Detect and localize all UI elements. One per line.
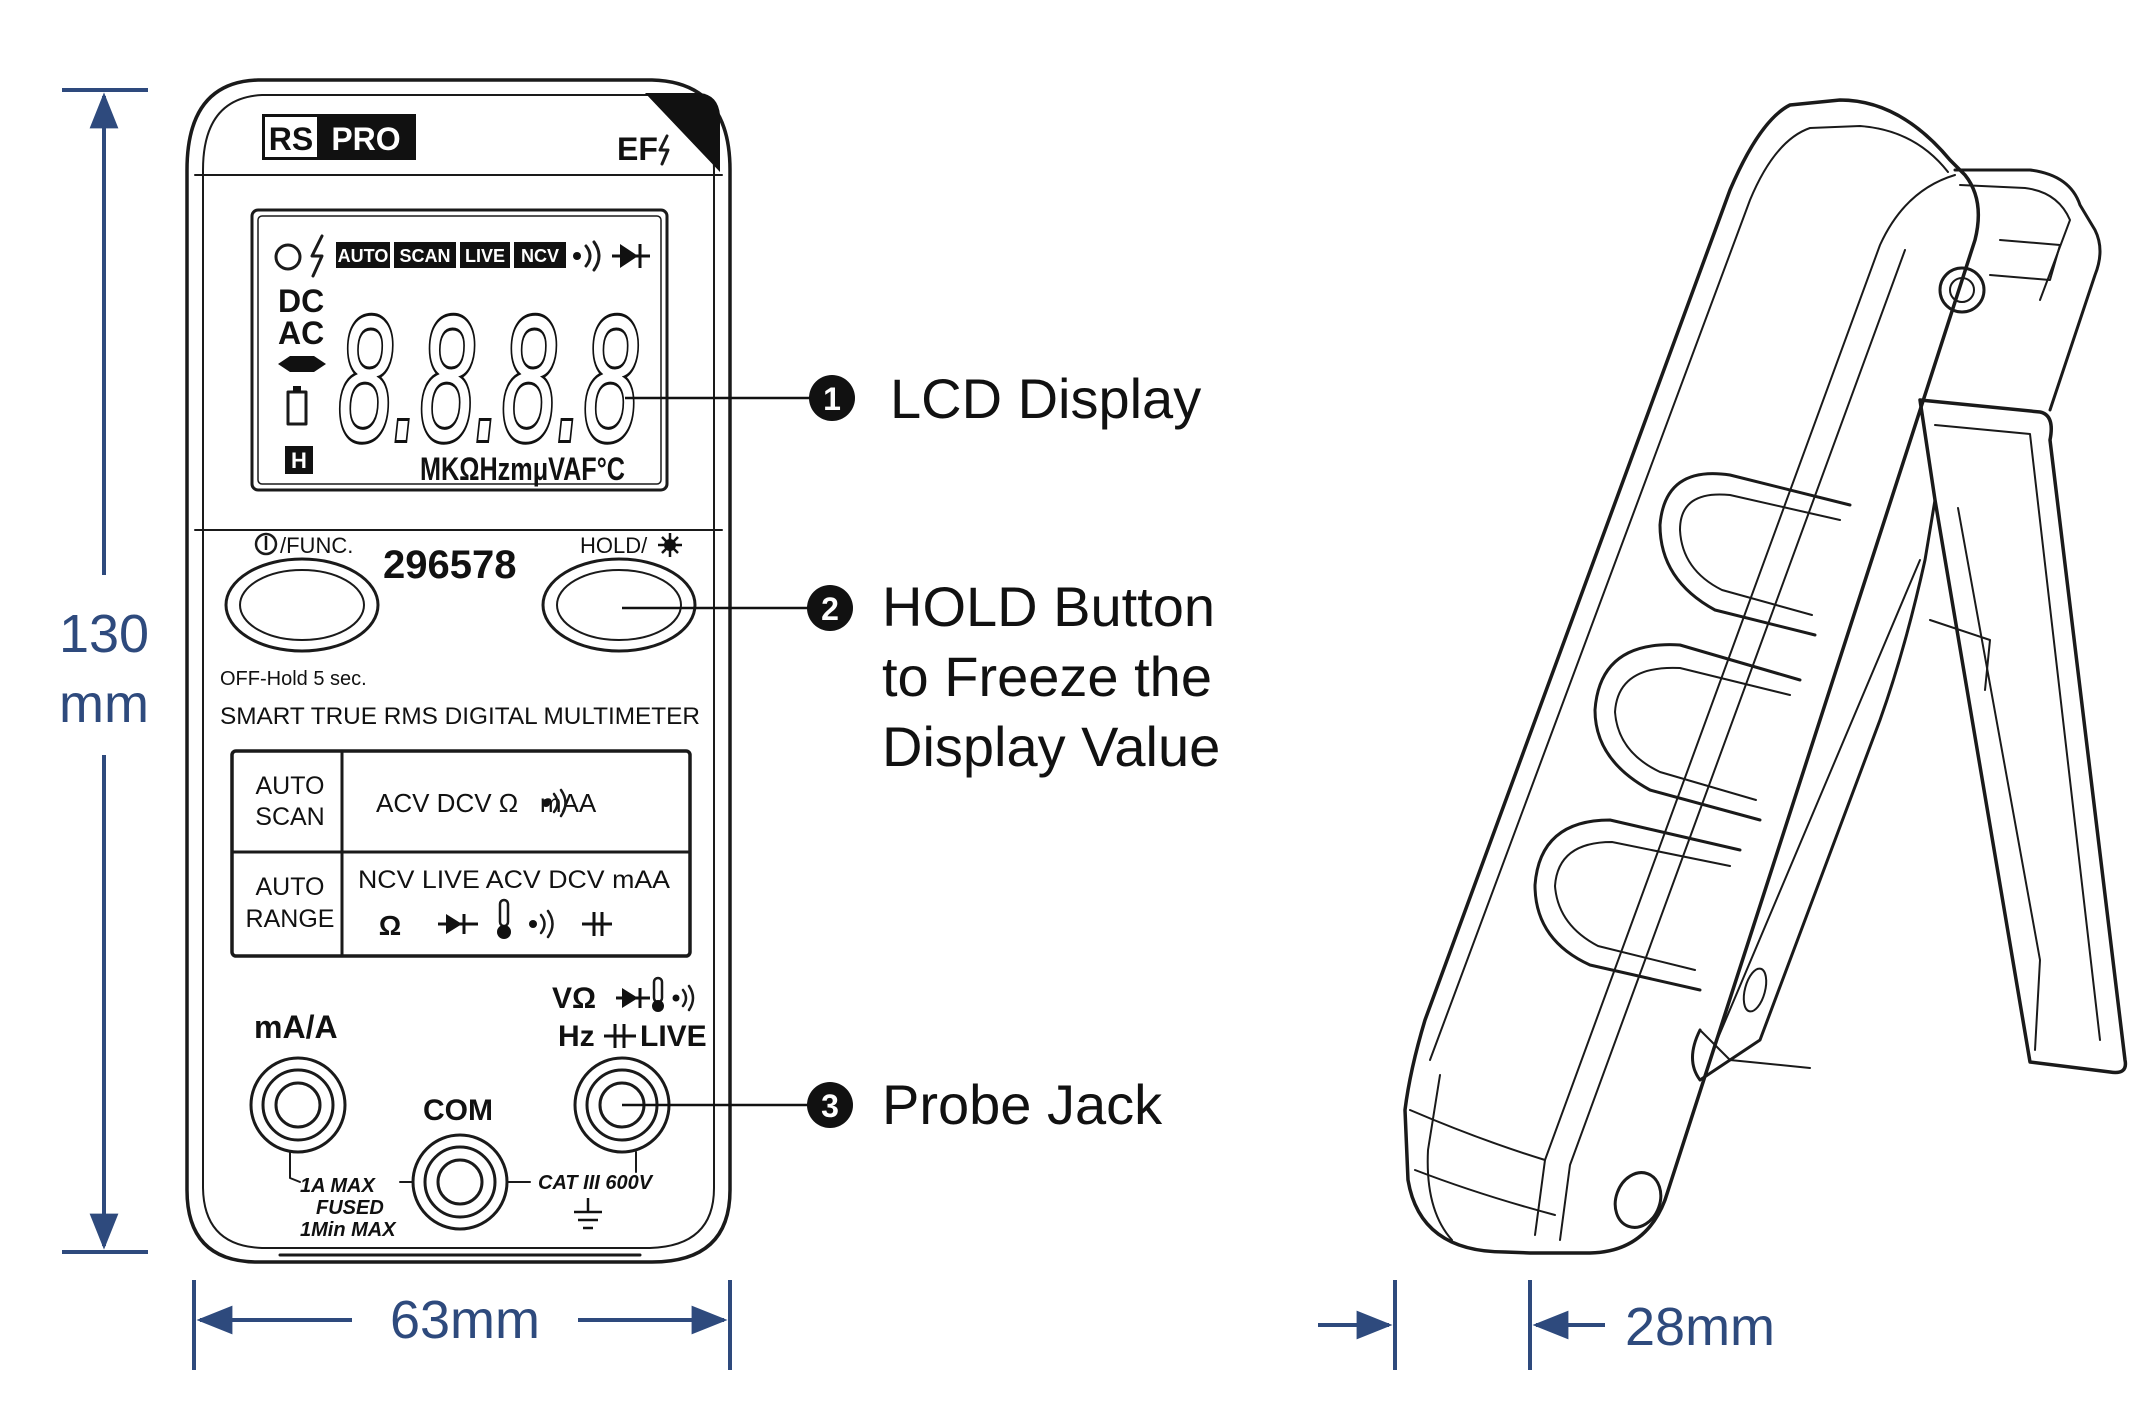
lcd-tag-live: LIVE xyxy=(465,246,505,266)
grip-rib-3 xyxy=(1533,818,1742,992)
bolt-icon xyxy=(310,234,324,278)
rs-pro-logo: RS PRO xyxy=(262,114,416,160)
hold-button-label: HOLD/ xyxy=(580,533,648,558)
fuse-note-line2: FUSED xyxy=(316,1197,384,1219)
corner-indicator-icon xyxy=(645,93,720,172)
lcd-tag-ncv: NCV xyxy=(521,246,559,266)
callout-hold-button: 2 HOLD Button to Freeze the Display Valu… xyxy=(622,575,1220,778)
vohm-jack-symbols xyxy=(616,976,695,1012)
brand-pro-text: PRO xyxy=(331,121,400,157)
auto-range-icons: Ω xyxy=(379,898,612,941)
height-dimension: 130 mm xyxy=(59,88,149,1254)
lcd-tag-scan: SCAN xyxy=(399,246,450,266)
auto-range-label-line2: RANGE xyxy=(246,905,335,933)
vohm-jack-label-live: LIVE xyxy=(640,1020,707,1053)
auto-range-label-line1: AUTO xyxy=(256,873,325,901)
mode-table: AUTO SCAN ACV DCV Ω mAA AUTO RANGE NCV L… xyxy=(230,749,692,958)
height-value: 130 xyxy=(59,604,149,664)
lcd-continuity-icon xyxy=(573,240,601,272)
product-name: SMART TRUE RMS DIGITAL MULTIMETER xyxy=(220,703,700,730)
lcd-ac: AC xyxy=(278,315,324,351)
fuse-note-line1: 1A MAX xyxy=(300,1175,376,1197)
capacitor-icon xyxy=(604,1024,636,1048)
auto-scan-items: ACV DCV Ω mAA xyxy=(376,788,597,818)
auto-range-items: NCV LIVE ACV DCV mAA xyxy=(358,866,670,894)
svg-text:Ω: Ω xyxy=(379,910,401,941)
lcd-minus-sign xyxy=(278,356,326,372)
ma-a-jack[interactable] xyxy=(249,1056,347,1154)
lcd-dc: DC xyxy=(278,283,324,319)
lanyard-hole xyxy=(1613,1171,1663,1229)
front-width-value: 63mm xyxy=(390,1290,540,1350)
lcd-tag-auto: AUTO xyxy=(338,246,389,266)
auto-scan-label-line2: SCAN xyxy=(255,803,324,831)
front-width-dimension: 63mm xyxy=(192,1280,732,1370)
side-depth-dimension: 28mm xyxy=(1318,1280,1775,1370)
power-icon xyxy=(274,243,302,271)
multimeter-front-view: RS PRO EF AUTO SCAN LIVE NCV xyxy=(185,78,732,1264)
battery-icon xyxy=(286,390,308,426)
callout-1-text: LCD Display xyxy=(890,367,1201,430)
func-button-label: /FUNC. xyxy=(280,533,353,558)
callout-2-text-line2: to Freeze the xyxy=(882,645,1212,708)
lcd-hold-flag: H xyxy=(291,448,307,473)
grip-rib-1 xyxy=(1658,472,1852,637)
side-depth-value: 28mm xyxy=(1625,1297,1775,1357)
backlight-icon xyxy=(658,533,682,557)
lcd-screen: AUTO SCAN LIVE NCV DC AC xyxy=(250,208,669,492)
auto-scan-label-line1: AUTO xyxy=(256,772,325,800)
callout-3-number: 3 xyxy=(821,1088,839,1124)
callout-probe-jack: 3 Probe Jack xyxy=(622,1073,1163,1136)
ef-mark: EF xyxy=(617,131,658,167)
vohm-jack-label-top: VΩ xyxy=(552,982,596,1015)
height-unit: mm xyxy=(59,674,149,734)
cat-rating: CAT III 600V xyxy=(538,1172,654,1194)
lcd-diode-icon xyxy=(612,244,650,268)
off-hold-note: OFF-Hold 5 sec. xyxy=(220,668,367,690)
brand-rs-text: RS xyxy=(269,121,313,157)
kickstand xyxy=(1691,398,2128,1082)
ma-a-jack-label: mA/A xyxy=(254,1009,338,1045)
lcd-digits: 8.8.8.8 xyxy=(338,279,638,478)
lcd-units: MKΩHzmμVAF°C xyxy=(420,451,625,487)
com-jack-label: COM xyxy=(423,1094,493,1127)
func-button[interactable] xyxy=(224,557,380,653)
callout-lcd-display: 1 LCD Display xyxy=(625,367,1201,430)
fuse-note-line3: 1Min MAX xyxy=(300,1219,397,1241)
callout-2-text-line1: HOLD Button xyxy=(882,575,1215,638)
vohm-jack-label-hz: Hz xyxy=(558,1020,595,1053)
com-jack[interactable] xyxy=(411,1133,509,1231)
ground-icon xyxy=(574,1198,602,1230)
multimeter-side-view xyxy=(1403,98,2128,1255)
func-power-icon xyxy=(254,532,278,556)
callout-3-text: Probe Jack xyxy=(882,1073,1163,1136)
lightning-icon xyxy=(658,134,670,166)
grip-rib-2 xyxy=(1593,643,1802,822)
hold-button[interactable] xyxy=(541,557,697,653)
callout-2-number: 2 xyxy=(821,591,839,627)
hinge-screw xyxy=(1938,266,1986,314)
callout-1-number: 1 xyxy=(823,381,841,417)
model-number: 296578 xyxy=(383,543,516,587)
auto-scan-continuity-icon xyxy=(542,788,567,818)
callout-2-text-line3: Display Value xyxy=(882,715,1220,778)
